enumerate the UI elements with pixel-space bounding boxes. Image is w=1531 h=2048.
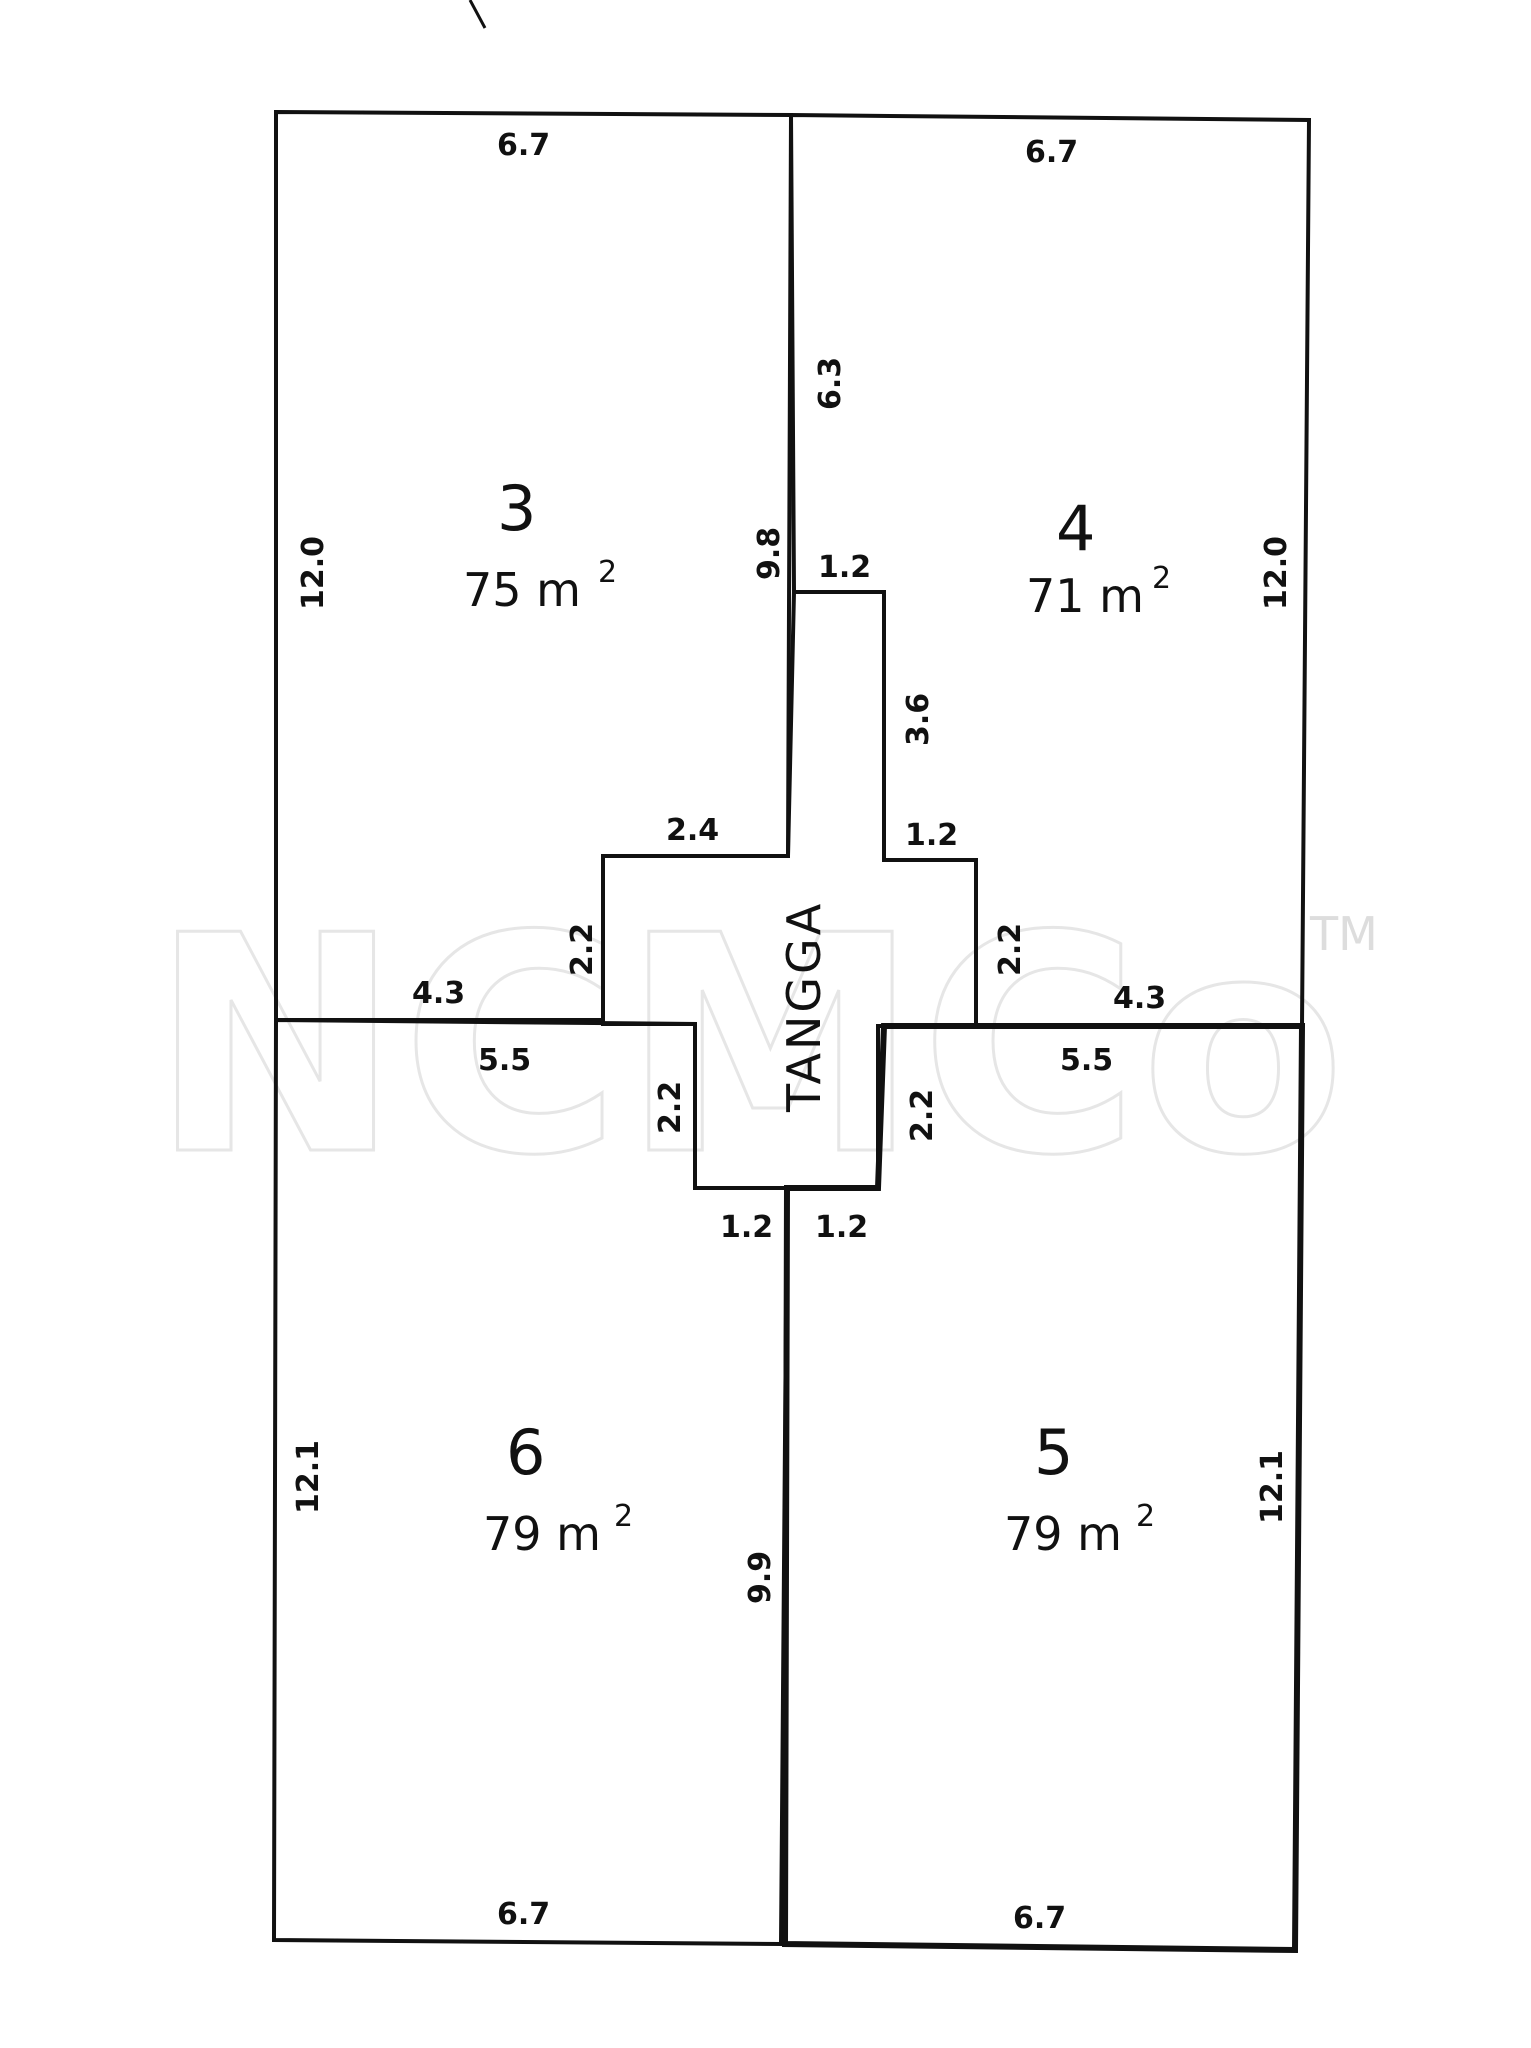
dim-room6-stair-bottom: 1.2 [720, 1210, 773, 1245]
dim-room3-step-side: 2.2 [565, 923, 600, 976]
watermark-text: NCMCo [150, 872, 1346, 1221]
room-5-number: 5 [1034, 1416, 1073, 1489]
dim-room3-bottom-left: 4.3 [412, 976, 465, 1011]
room-6-area-unit-exponent: 2 [614, 1499, 633, 1534]
dim-room5-bottom: 6.7 [1013, 1901, 1066, 1936]
dim-room5-step-side: 2.2 [905, 1089, 940, 1142]
dim-room4-bottom-right: 4.3 [1113, 981, 1166, 1016]
dim-room5-stair-bottom: 1.2 [815, 1210, 868, 1245]
dim-room4-left-upper: 6.3 [813, 357, 848, 410]
room-6-label: 6 79 m 2 [483, 1416, 633, 1561]
room-6-area: 79 m [483, 1507, 601, 1561]
dim-room3-left: 12.0 [296, 536, 331, 610]
dim-room6-bottom: 6.7 [497, 1897, 550, 1932]
dim-stair-upper-side: 3.6 [901, 693, 936, 746]
room-3-area-unit-exponent: 2 [598, 555, 617, 590]
room-3-number: 3 [497, 472, 536, 545]
dim-room4-top: 6.7 [1025, 135, 1078, 170]
dim-room4-step-side: 2.2 [993, 923, 1028, 976]
watermark: NCMCo TM [149, 871, 1378, 1223]
dim-room3-right: 9.8 [752, 527, 787, 580]
room-4-number: 4 [1056, 492, 1095, 565]
room-4-label: 4 71 m 2 [1026, 492, 1171, 623]
dim-room5-right: 12.1 [1255, 1450, 1290, 1524]
watermark-tm: TM [1309, 907, 1378, 961]
dim-room6-left: 12.1 [291, 1440, 326, 1514]
dim-room4-right: 12.0 [1259, 536, 1294, 610]
room-5-label: 5 79 m 2 [1004, 1416, 1155, 1561]
room-4-area-unit-exponent: 2 [1152, 561, 1171, 596]
room-3-label: 3 75 m 2 [463, 472, 617, 617]
dim-room6-step-side: 2.2 [653, 1081, 688, 1134]
room-5-area: 79 m [1004, 1507, 1122, 1561]
dim-room5-top-right: 5.5 [1060, 1043, 1113, 1078]
room-3-area: 75 m [463, 563, 581, 617]
stray-mark [468, 0, 487, 29]
dim-room6-top-left: 5.5 [478, 1043, 531, 1078]
dim-room3-top: 6.7 [497, 128, 550, 163]
dim-room6-right: 9.9 [743, 1551, 778, 1604]
stair-outline [601, 590, 978, 1190]
room-6-number: 6 [506, 1416, 545, 1489]
room-4-area: 71 m [1026, 569, 1144, 623]
dim-stair-top: 1.2 [818, 550, 871, 585]
dim-room4-step-top: 1.2 [905, 818, 958, 853]
room-5-area-unit-exponent: 2 [1136, 1499, 1155, 1534]
stair-label: TANGGA [777, 901, 831, 1113]
dim-room3-step-top: 2.4 [666, 813, 719, 848]
